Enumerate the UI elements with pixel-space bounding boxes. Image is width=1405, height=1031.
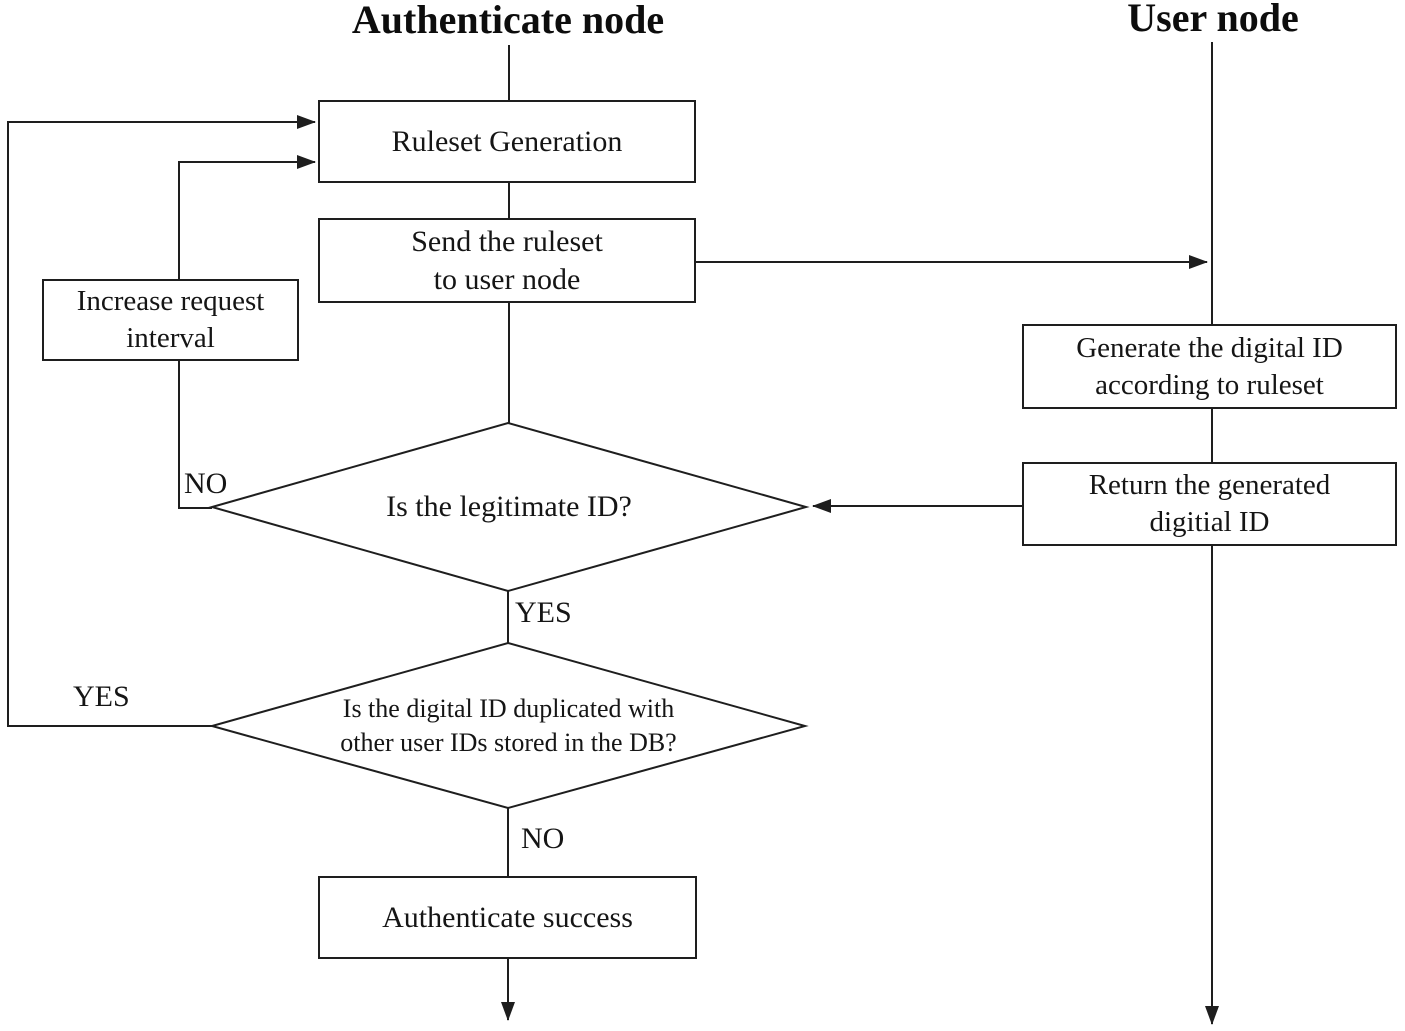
decision-duplicate-label-line2: other user IDs stored in the DB?: [340, 728, 677, 757]
send-ruleset-box: Send the ruleset to user node: [318, 218, 696, 303]
ruleset-generation-box: Ruleset Generation: [318, 100, 696, 183]
generate-id-label-line1: Generate the digital ID: [1076, 331, 1343, 364]
generate-id-label-line2: according to ruleset: [1095, 368, 1324, 401]
yes-label-duplicate: YES: [73, 680, 130, 713]
increase-interval-box: Increase request interval: [42, 279, 299, 361]
send-ruleset-label-line2: to user node: [433, 262, 581, 296]
send-ruleset-label-line1: Send the ruleset: [411, 224, 603, 258]
no-label-duplicate: NO: [521, 822, 565, 855]
return-id-label-line1: Return the generated: [1088, 469, 1331, 501]
yes-label-legitimate: YES: [515, 596, 572, 629]
auth-success-box: Authenticate success: [318, 876, 697, 959]
path-yes-outer-loop: [7, 115, 316, 727]
return-id-box: Return the generated digitial ID: [1022, 462, 1397, 546]
increase-interval-label-line2: interval: [126, 322, 215, 354]
no-label-legitimate: NO: [184, 467, 228, 500]
decision-duplicate-label: Is the digital ID duplicated with other …: [288, 692, 729, 760]
authenticate-node-title: Authenticate node: [351, 0, 665, 42]
user-node-title: User node: [1127, 0, 1299, 40]
ruleset-generation-label: Ruleset Generation: [391, 124, 623, 158]
generate-id-box: Generate the digital ID according to rul…: [1022, 324, 1397, 409]
increase-interval-label-line1: Increase request: [76, 285, 265, 317]
decision-duplicate-label-line1: Is the digital ID duplicated with: [342, 694, 675, 723]
auth-success-label: Authenticate success: [382, 900, 633, 934]
decision-legitimate-label: Is the legitimate ID?: [386, 490, 632, 523]
return-id-label-line2: digitial ID: [1149, 506, 1270, 538]
